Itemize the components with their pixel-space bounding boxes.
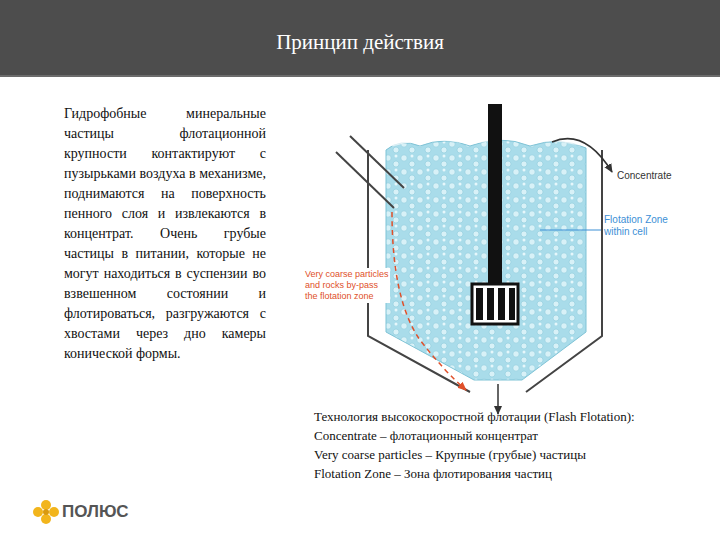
caption-line: Технология высокоскоростной флотации (Fl… <box>314 408 704 425</box>
caption-line: Flotation Zone – Зона флотирования части… <box>314 465 704 482</box>
body-paragraph: Гидрофобные минеральные частицы флотацио… <box>64 104 266 364</box>
caption-line: Concentrate – флотационный концентрат <box>314 427 704 444</box>
bypass-label: Very coarse particles and rocks by-pass … <box>304 268 390 303</box>
concentrate-label: Concentrate <box>617 170 671 181</box>
slide-title: Принцип действия <box>0 30 720 55</box>
flotation-zone-label: Flotation Zone within cell <box>604 214 694 238</box>
logo-text: ПОЛЮС <box>62 502 129 522</box>
caption-line: Very coarse particles – Крупные (грубые)… <box>314 446 704 463</box>
